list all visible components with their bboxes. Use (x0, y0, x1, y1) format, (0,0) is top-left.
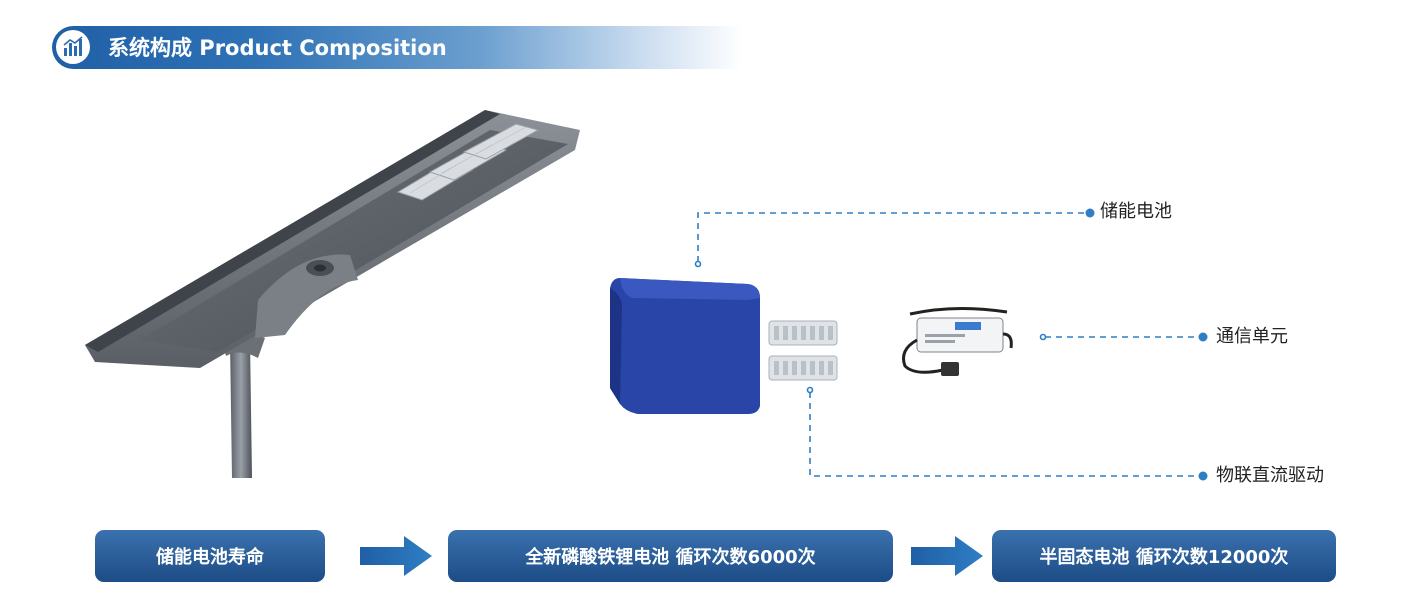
section-title: 系统构成 Product Composition (108, 36, 447, 60)
storage-battery-image (610, 278, 760, 414)
right-arrow-icon (360, 536, 432, 576)
battery-life-pill: 储能电池寿命 (95, 530, 325, 582)
lifepo4-battery-pill: 全新磷酸铁锂电池 循环次数6000次 (448, 530, 893, 582)
chart-building-icon (56, 30, 90, 64)
solar-street-lamp-image (85, 110, 580, 478)
semi-solid-battery-pill: 半固态电池 循环次数12000次 (992, 530, 1336, 582)
driver-connector-top-image (768, 320, 838, 346)
right-arrow-icon (911, 536, 983, 576)
communication-unit-image (902, 306, 1013, 376)
driver-connector-bottom-image (768, 355, 838, 381)
callout-driver-label: 物联直流驱动 (1216, 465, 1324, 486)
callout-battery-label: 储能电池 (1100, 201, 1172, 222)
section-header-bar (52, 26, 742, 69)
callout-communication-label: 通信单元 (1216, 326, 1288, 347)
